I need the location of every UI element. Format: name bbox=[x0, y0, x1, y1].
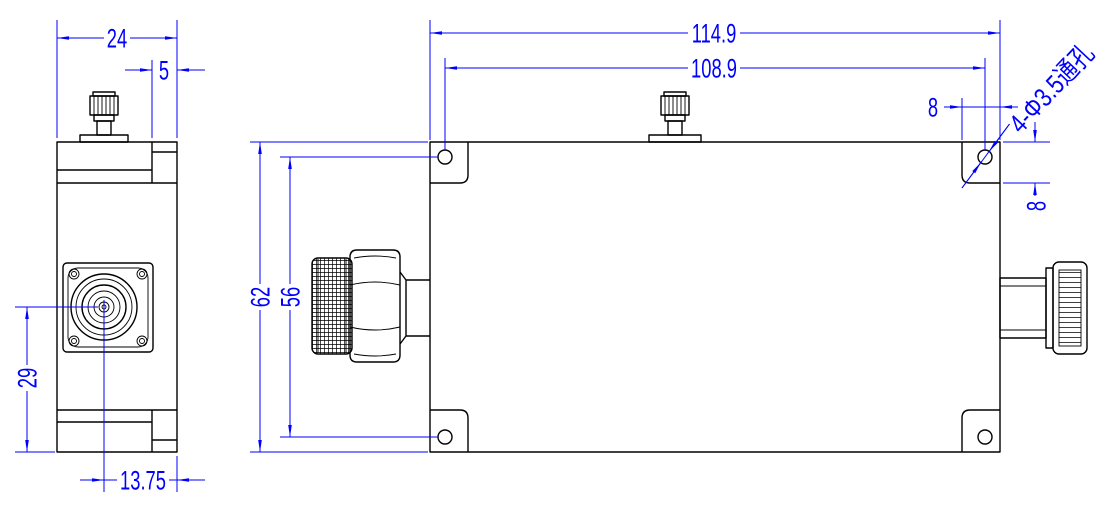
n-male-connector-left bbox=[311, 249, 430, 363]
overall-length-extension-lines bbox=[429, 20, 1001, 140]
connector-body bbox=[399, 271, 430, 345]
connector-height-text: 29 bbox=[12, 368, 42, 388]
hole-pitch-length-extension-lines bbox=[444, 58, 986, 150]
connector-thread-shell bbox=[1052, 261, 1088, 355]
mounting-hole bbox=[437, 429, 453, 445]
overall-height-text: 62 bbox=[245, 287, 275, 307]
sma-tip bbox=[663, 91, 687, 97]
flange-hole bbox=[136, 268, 148, 280]
hex-nut-face-edges bbox=[349, 281, 401, 331]
mounting-hole bbox=[977, 429, 993, 445]
mounting-ear-bottom-left bbox=[430, 409, 469, 452]
sma-tip bbox=[92, 91, 116, 97]
sma-base-plate bbox=[79, 134, 129, 143]
sma-nut-ribs bbox=[664, 96, 686, 115]
flange-hole-inner bbox=[71, 271, 77, 277]
sma-ring bbox=[93, 114, 115, 122]
sma-ring bbox=[664, 114, 686, 122]
hole-pitch-height-extension-lines bbox=[280, 156, 438, 438]
front-view bbox=[311, 91, 1088, 453]
hole-pitch-height-text: 56 bbox=[275, 287, 305, 307]
side-view-top-cover-lines bbox=[57, 142, 177, 184]
hex-nut-chamfers bbox=[353, 255, 397, 357]
connector-offset-extension-lines bbox=[103, 300, 178, 492]
connector-thread bbox=[1058, 269, 1082, 347]
mounting-ear-top-right bbox=[961, 142, 1000, 184]
ear-height-text: 8 bbox=[1021, 201, 1051, 211]
connector-height-extension-lines bbox=[15, 306, 98, 453]
flange-hole-inner bbox=[71, 338, 77, 344]
hole-pitch-length-text: 108.9 bbox=[691, 53, 737, 83]
side-view bbox=[56, 91, 178, 453]
sma-body bbox=[96, 120, 112, 136]
overall-length-text: 114.9 bbox=[692, 18, 737, 48]
mounting-ear-bottom-right bbox=[961, 409, 1000, 452]
connector-body bbox=[999, 277, 1047, 339]
flange-hole bbox=[136, 335, 148, 347]
hole-callout-arrow-lower bbox=[961, 162, 982, 189]
overall-height-extension-lines bbox=[250, 141, 428, 453]
width-dimension-text: 24 bbox=[107, 23, 128, 53]
ear-width-text: 8 bbox=[928, 92, 938, 122]
sma-base-plate bbox=[648, 134, 702, 143]
side-view-sma-connector bbox=[79, 91, 129, 143]
connector-body-lines bbox=[1000, 285, 1046, 331]
knurled-coupling-nut bbox=[311, 257, 353, 355]
hex-nut bbox=[349, 249, 401, 363]
flange-hole-inner bbox=[139, 338, 145, 344]
flange-hole bbox=[68, 335, 80, 347]
side-view-housing bbox=[56, 141, 178, 453]
n-female-connector-right bbox=[999, 261, 1088, 355]
knurled-nut-bevels bbox=[317, 259, 347, 353]
hole-callout-text: 4-Φ3.5通孔 bbox=[1004, 39, 1101, 140]
front-view-dimensions: 114.9 108.9 8 4-Φ3.5通孔 8 62 56 bbox=[245, 18, 1101, 453]
side-view-bottom-cover-lines bbox=[57, 409, 177, 452]
sma-nut-ribs bbox=[93, 96, 115, 115]
hole-callout-arrow-upper bbox=[988, 123, 1010, 152]
mounting-hole bbox=[437, 149, 453, 165]
sma-body bbox=[667, 120, 683, 136]
connector-flange-ring bbox=[1045, 267, 1054, 349]
front-view-sma-connector bbox=[648, 91, 702, 143]
step-dimension-text: 5 bbox=[159, 55, 169, 85]
flange-hole bbox=[68, 268, 80, 280]
connector-offset-text: 13.75 bbox=[120, 465, 166, 495]
ear-height-extension-lines bbox=[1003, 141, 1050, 184]
side-view-dimensions: 24 5 29 13.75 bbox=[12, 20, 205, 496]
front-view-housing bbox=[429, 141, 1001, 453]
mounting-ear-top-left bbox=[430, 142, 469, 184]
flange-hole-inner bbox=[139, 271, 145, 277]
